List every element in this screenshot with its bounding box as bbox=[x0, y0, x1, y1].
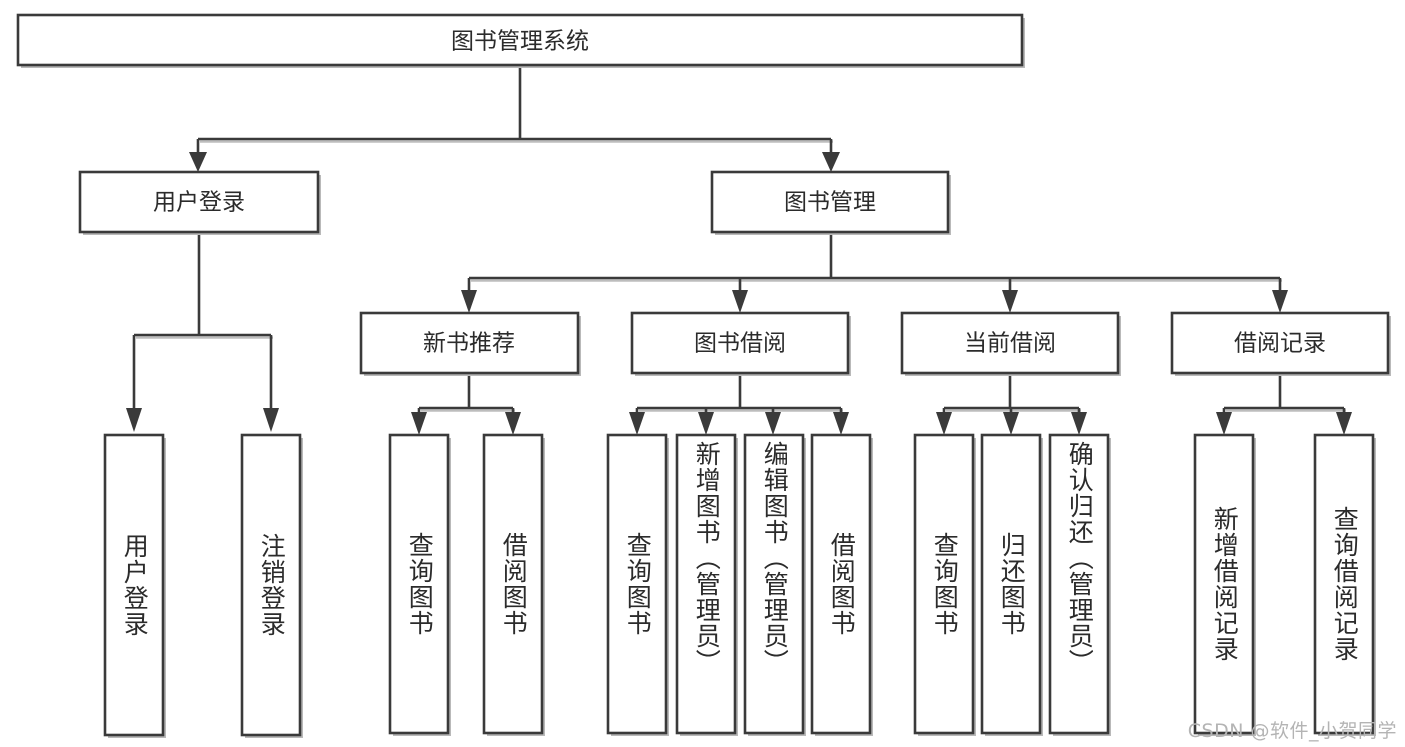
leaf-label-add-record: 新增借阅记录 bbox=[1210, 506, 1240, 662]
arrow-head-icon bbox=[126, 408, 142, 432]
leaf-rect-add-record[interactable] bbox=[1193, 433, 1255, 735]
node-book-management[interactable]: 图书管理 bbox=[710, 170, 951, 235]
leaf-rect-edit-book[interactable] bbox=[743, 433, 805, 735]
arrow-head-icon bbox=[1272, 290, 1288, 313]
arrow-head-icon bbox=[189, 152, 207, 172]
leaf-rect-query-record[interactable] bbox=[1313, 433, 1375, 735]
leaf-label-logout: 注销登录 bbox=[257, 533, 287, 637]
leaf-rect-logout[interactable] bbox=[240, 433, 302, 737]
arrow-head-icon bbox=[822, 152, 840, 172]
node-book-borrow[interactable]: 图书借阅 bbox=[630, 311, 851, 376]
leaf-rect-query-book-2[interactable] bbox=[606, 433, 668, 735]
node-new-book-recommend[interactable]: 新书推荐 bbox=[359, 311, 581, 376]
node-root-rect[interactable] bbox=[16, 13, 1024, 67]
node-root-label: 图书管理系统 bbox=[451, 29, 589, 55]
node-root[interactable]: 图书管理系统 bbox=[16, 13, 1025, 68]
arrow-head-icon bbox=[505, 412, 521, 435]
leaf-label-borrow-book-1: 借阅图书 bbox=[499, 532, 529, 636]
arrow-head-icon bbox=[732, 290, 748, 313]
node-book-borrow-label: 图书借阅 bbox=[694, 331, 786, 357]
arrow-head-icon bbox=[263, 408, 279, 432]
arrow-head-icon bbox=[1071, 412, 1087, 435]
arrow-head-icon bbox=[698, 412, 714, 435]
node-current-borrow-label: 当前借阅 bbox=[964, 331, 1056, 357]
leaf-label-user-login: 用户登录 bbox=[120, 533, 150, 637]
arrow-head-icon bbox=[833, 412, 849, 435]
arrow-head-icon bbox=[936, 412, 952, 435]
leaf-rect-borrow-book-1[interactable] bbox=[482, 433, 544, 735]
leaf-label-confirm-return: 确认归还（管理员） bbox=[1065, 441, 1095, 675]
node-book-borrow-rect[interactable] bbox=[630, 311, 850, 375]
node-borrow-record[interactable]: 借阅记录 bbox=[1170, 311, 1391, 376]
arrow-head-icon bbox=[629, 412, 645, 435]
leaf-layer bbox=[103, 433, 1376, 738]
leaf-rect-add-book[interactable] bbox=[675, 433, 737, 735]
arrow-head-icon bbox=[1336, 412, 1352, 435]
leaf-rect-query-book-3[interactable] bbox=[913, 433, 975, 735]
node-book-management-rect[interactable] bbox=[710, 170, 950, 234]
node-current-borrow-rect[interactable] bbox=[900, 311, 1120, 375]
arrow-head-icon bbox=[1002, 290, 1018, 313]
leaf-rect-user-login[interactable] bbox=[103, 433, 165, 737]
leaf-label-query-book-3: 查询图书 bbox=[930, 532, 960, 636]
leaf-rect-query-book-1[interactable] bbox=[388, 433, 450, 735]
leaf-label-query-book-2: 查询图书 bbox=[623, 532, 653, 636]
arrow-head-icon bbox=[765, 412, 781, 435]
leaf-label-query-book-1: 查询图书 bbox=[405, 532, 435, 636]
leaf-label-query-record: 查询借阅记录 bbox=[1330, 506, 1360, 662]
node-user-login-rect[interactable] bbox=[78, 170, 320, 234]
leaf-rect-return-book[interactable] bbox=[980, 433, 1042, 735]
node-borrow-record-label: 借阅记录 bbox=[1234, 331, 1326, 357]
node-book-management-label: 图书管理 bbox=[784, 190, 876, 216]
leaf-label-borrow-book-2: 借阅图书 bbox=[827, 532, 857, 636]
node-new-book-recommend-label: 新书推荐 bbox=[423, 331, 515, 357]
arrow-head-icon bbox=[461, 290, 477, 313]
node-borrow-record-rect[interactable] bbox=[1170, 311, 1390, 375]
watermark: CSDN @软件_小贺同学 bbox=[1187, 720, 1397, 742]
leaf-label-return-book: 归还图书 bbox=[997, 532, 1027, 636]
node-new-book-recommend-rect[interactable] bbox=[359, 311, 580, 375]
leaf-rect-borrow-book-2[interactable] bbox=[810, 433, 872, 735]
leaf-label-edit-book: 编辑图书（管理员） bbox=[760, 441, 790, 675]
node-user-login-label: 用户登录 bbox=[153, 190, 245, 216]
connector-layer bbox=[126, 67, 1352, 435]
leaf-label-add-book: 新增图书（管理员） bbox=[692, 441, 722, 675]
arrow-head-icon bbox=[411, 412, 427, 435]
arrow-head-icon bbox=[1003, 412, 1019, 435]
node-current-borrow[interactable]: 当前借阅 bbox=[900, 311, 1121, 376]
leaf-rect-confirm-return[interactable] bbox=[1048, 433, 1110, 735]
node-user-login[interactable]: 用户登录 bbox=[78, 170, 321, 235]
arrow-head-icon bbox=[1216, 412, 1232, 435]
